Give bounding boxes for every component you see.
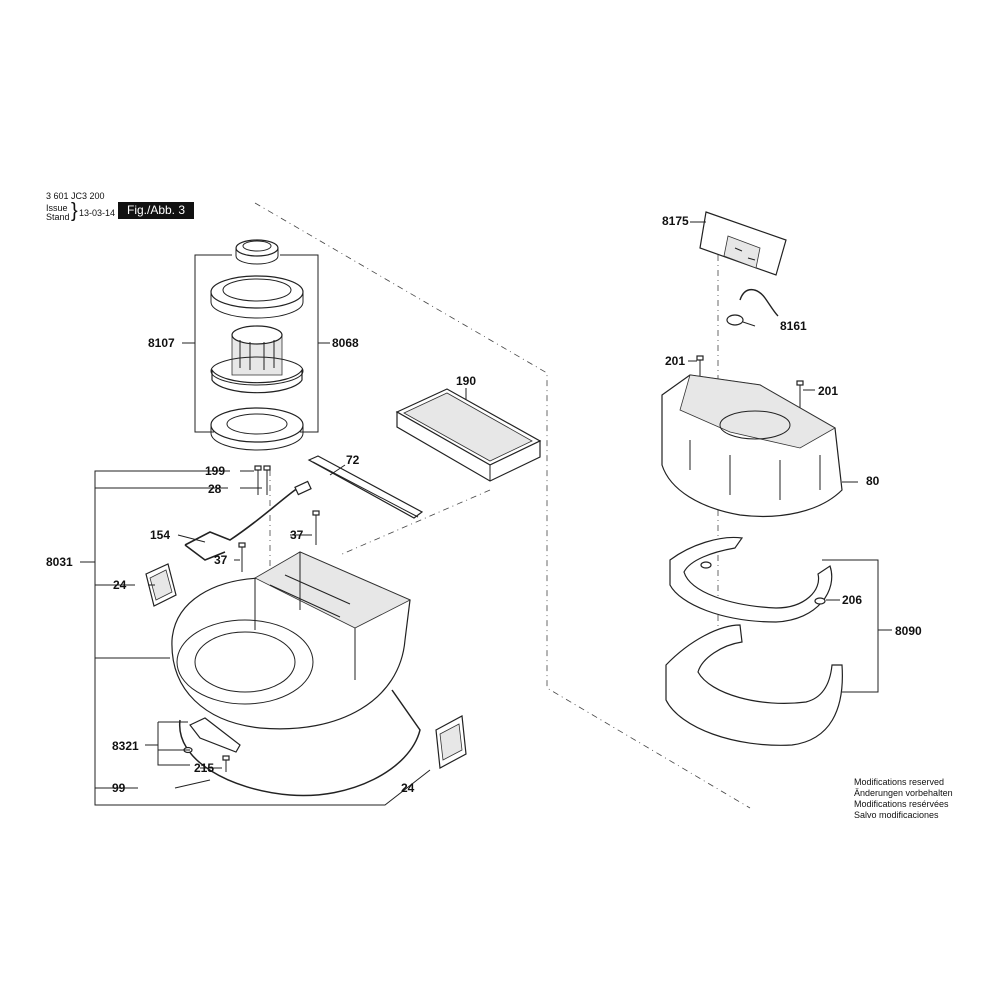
callout-8161: 8161 <box>780 319 807 333</box>
callout-24-left: 24 <box>113 578 127 592</box>
figure-label: Fig./Abb. 3 <box>118 202 194 219</box>
callout-8068: 8068 <box>332 336 359 350</box>
lower-shell <box>665 624 843 746</box>
callout-72: 72 <box>346 453 360 467</box>
callout-8090: 8090 <box>895 624 922 638</box>
callout-37-lower: 37 <box>214 553 228 567</box>
note-line: Salvo modificaciones <box>854 810 939 820</box>
modifications-note: Modifications reserved Änderungen vorbeh… <box>854 777 953 821</box>
callout-199: 199 <box>205 464 226 478</box>
thermal-switch <box>726 288 779 327</box>
document-number: 3 601 JC3 200 <box>46 191 105 201</box>
screw-37 <box>238 510 320 572</box>
callout-8175: 8175 <box>662 214 689 228</box>
switch-cover-left <box>145 563 177 607</box>
motor-seal-ring-bottom <box>210 407 304 451</box>
motor-seal-ring-top <box>235 239 279 265</box>
callout-8321: 8321 <box>112 739 139 753</box>
callout-154: 154 <box>150 528 171 542</box>
guide-ring <box>669 536 833 623</box>
callout-8107: 8107 <box>148 336 175 350</box>
motor-unit <box>210 325 304 394</box>
clamp-part <box>183 717 241 772</box>
callout-28: 28 <box>208 482 222 496</box>
callout-190: 190 <box>456 374 477 388</box>
bracket-8090 <box>822 559 879 693</box>
note-line: Modifications reserved <box>854 777 945 787</box>
callout-37-upper: 37 <box>290 528 304 542</box>
housing-base <box>171 551 411 730</box>
motor-mount-ring <box>210 275 304 319</box>
issue-label: Issue <box>46 203 68 213</box>
switch-cover-right <box>435 715 467 769</box>
callout-201-left: 201 <box>665 354 686 368</box>
note-line: Modifications resérvées <box>854 799 949 809</box>
assembly-guide-line <box>339 489 491 556</box>
issue-date: 13-03-14 <box>79 208 116 218</box>
brace-glyph: } <box>71 200 78 222</box>
bracket-8031 <box>94 470 431 806</box>
assembly-guide-line <box>254 202 751 809</box>
callout-99: 99 <box>112 781 126 795</box>
screw-199 <box>254 465 271 495</box>
motor-head-housing <box>661 374 858 518</box>
callout-8031: 8031 <box>46 555 73 569</box>
callout-201-right: 201 <box>818 384 839 398</box>
stand-label: Stand <box>46 212 70 222</box>
cover-strip <box>307 455 424 519</box>
power-cable <box>184 480 312 561</box>
callout-24-right: 24 <box>401 781 415 795</box>
filter-cartridge <box>395 388 542 482</box>
callout-80: 80 <box>866 474 880 488</box>
seal-gasket <box>179 689 421 797</box>
control-board <box>699 211 787 276</box>
callout-215: 215 <box>194 761 215 775</box>
callout-206: 206 <box>842 593 863 607</box>
note-line: Änderungen vorbehalten <box>854 788 953 798</box>
